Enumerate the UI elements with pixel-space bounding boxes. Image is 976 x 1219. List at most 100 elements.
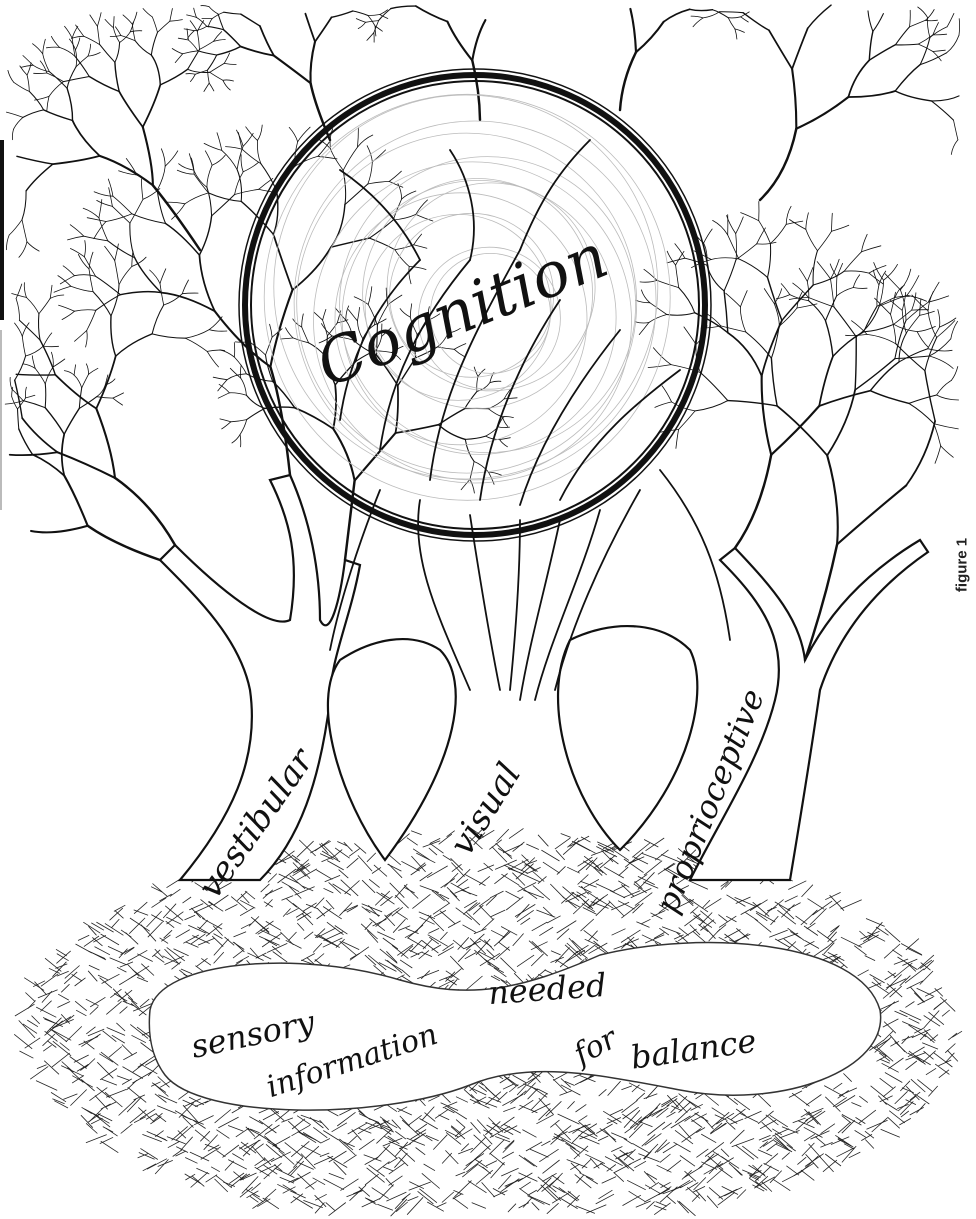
hatch-stroke — [675, 1130, 693, 1144]
hatch-stroke — [194, 1116, 214, 1125]
hatch-stroke — [20, 1051, 34, 1058]
trunk-label-visual: visual — [442, 756, 529, 862]
branch-stroke — [143, 9, 152, 17]
hatch-stroke — [895, 1011, 908, 1017]
hatch-stroke — [261, 884, 270, 892]
hatch-stroke — [908, 964, 916, 972]
branch-stroke — [194, 170, 207, 187]
branch-stroke — [853, 275, 859, 288]
branch-stroke — [26, 164, 53, 191]
hatch-stroke — [181, 1137, 193, 1151]
hatch-stroke — [489, 840, 502, 850]
hatch-stroke — [636, 1201, 651, 1207]
hatch-stroke — [377, 932, 395, 940]
hatch-stroke — [194, 904, 213, 913]
hatch-stroke — [623, 1107, 639, 1119]
hatch-stroke — [479, 898, 490, 906]
hatch-stroke — [471, 1137, 486, 1152]
branch-stroke — [22, 336, 25, 356]
hatch-stroke — [649, 1182, 659, 1189]
hatch-stroke — [392, 1120, 401, 1130]
branch-stroke — [295, 408, 334, 429]
hatch-stroke — [484, 959, 499, 969]
branch-stroke — [711, 258, 738, 260]
hatch-stroke — [474, 929, 487, 934]
hatch-stroke — [267, 943, 287, 952]
hatch-stroke — [313, 943, 322, 952]
branch-stroke — [65, 26, 73, 38]
hatch-stroke — [531, 1197, 550, 1205]
hatch-stroke — [76, 1010, 86, 1016]
hatch-stroke — [691, 1104, 703, 1110]
branch-stroke — [655, 402, 672, 408]
hatch-stroke — [451, 863, 464, 877]
hatch-stroke — [517, 910, 534, 922]
branch-stroke — [88, 53, 100, 57]
hatch-stroke — [945, 1044, 955, 1053]
branch-stroke — [14, 82, 30, 91]
hatch-stroke — [556, 850, 565, 860]
branch-stroke — [76, 38, 80, 50]
hatch-stroke — [263, 1198, 279, 1209]
branch-stroke — [82, 374, 89, 388]
branch-stroke — [368, 162, 373, 184]
branch-stroke — [189, 154, 193, 171]
bulb-visual-left — [328, 639, 456, 860]
figure-label-text: figure 1 — [954, 538, 971, 592]
branch-stroke — [210, 72, 223, 80]
hatch-stroke — [419, 1189, 437, 1203]
branch-stroke — [43, 54, 50, 72]
branch-stroke — [368, 181, 389, 184]
branch-stroke — [757, 242, 776, 244]
hatch-stroke — [114, 905, 125, 911]
hatch-stroke — [317, 908, 325, 916]
branch-stroke — [918, 7, 928, 18]
branch-stroke — [735, 455, 771, 548]
hatch-stroke — [60, 1043, 70, 1051]
hatch-stroke — [396, 1202, 408, 1212]
branch-stroke — [113, 393, 124, 398]
hatch-stroke — [339, 903, 352, 916]
branch-stroke — [345, 184, 368, 205]
branch-stroke — [74, 365, 76, 375]
branch-stroke — [161, 149, 165, 166]
hatch-stroke — [228, 1126, 243, 1132]
hatch-stroke — [506, 897, 523, 910]
branch-stroke — [135, 41, 151, 55]
hatch-stroke — [494, 874, 507, 884]
hatch-stroke — [662, 927, 681, 934]
branch-stroke — [954, 120, 958, 140]
hatch-stroke — [907, 981, 923, 989]
branch-stroke — [158, 21, 170, 32]
hatch-stroke — [662, 1123, 671, 1130]
branch-stroke — [184, 29, 194, 31]
branch-stroke — [64, 77, 90, 82]
hatch-stroke — [462, 1164, 478, 1177]
hatch-stroke — [297, 841, 314, 857]
hatch-stroke — [202, 918, 222, 929]
hatch-stroke — [200, 1131, 210, 1141]
hatch-stroke — [106, 1001, 121, 1014]
hatch-stroke — [566, 1143, 581, 1152]
hatch-stroke — [884, 944, 900, 958]
branch-stroke — [207, 351, 218, 367]
branch-stroke — [416, 214, 433, 221]
hatch-stroke — [905, 969, 924, 983]
hatch-stroke — [97, 1087, 110, 1098]
hatch-stroke — [195, 911, 204, 919]
hatch-stroke — [677, 1201, 688, 1213]
branch-stroke — [739, 259, 768, 278]
hatch-stroke — [539, 1109, 551, 1121]
hatch-stroke — [367, 853, 376, 862]
hatch-stroke — [255, 1144, 264, 1151]
hatch-stroke — [474, 950, 490, 965]
hatch-stroke — [347, 1136, 356, 1145]
hatch-stroke — [404, 885, 418, 898]
branch-stroke — [792, 69, 796, 129]
hatch-stroke — [479, 906, 493, 920]
branch-stroke — [504, 398, 517, 399]
hatch-stroke — [456, 1120, 465, 1128]
hatch-stroke — [343, 1142, 355, 1147]
hatch-stroke — [259, 1134, 278, 1146]
branch-stroke — [873, 14, 884, 32]
